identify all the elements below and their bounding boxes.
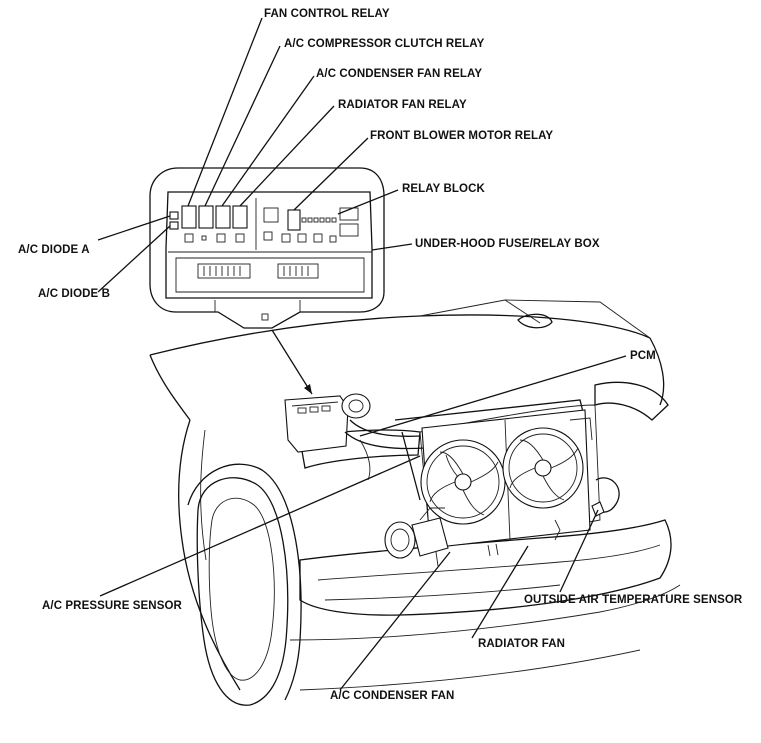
label-relay-block: RELAY BLOCK [402, 183, 485, 195]
label-ac-diode-b: A/C DIODE B [38, 288, 111, 300]
label-radiator-fan: RADIATOR FAN [478, 638, 566, 650]
label-ac-condenser-fan-relay: A/C CONDENSER FAN RELAY [316, 68, 483, 80]
leader-lines [97, 17, 627, 691]
label-ac-compressor-clutch-relay: A/C COMPRESSOR CLUTCH RELAY [284, 38, 485, 50]
label-under-hood-fuse-relay-box: UNDER-HOOD FUSE/RELAY BOX [415, 238, 600, 250]
label-pcm: PCM [630, 350, 656, 362]
engine-bay [284, 393, 620, 567]
label-ac-diode-a: A/C DIODE A [18, 244, 90, 256]
label-fan-control-relay: FAN CONTROL RELAY [264, 8, 390, 20]
label-outside-air-temperature-sensor: OUTSIDE AIR TEMPERATURE SENSOR [524, 594, 743, 606]
label-ac-pressure-sensor: A/C PRESSURE SENSOR [42, 600, 182, 612]
label-front-blower-motor-relay: FRONT BLOWER MOTOR RELAY [370, 130, 554, 142]
label-radiator-fan-relay: RADIATOR FAN RELAY [338, 99, 467, 111]
fuse-box-inset [149, 167, 385, 395]
label-ac-condenser-fan: A/C CONDENSER FAN [330, 690, 455, 702]
